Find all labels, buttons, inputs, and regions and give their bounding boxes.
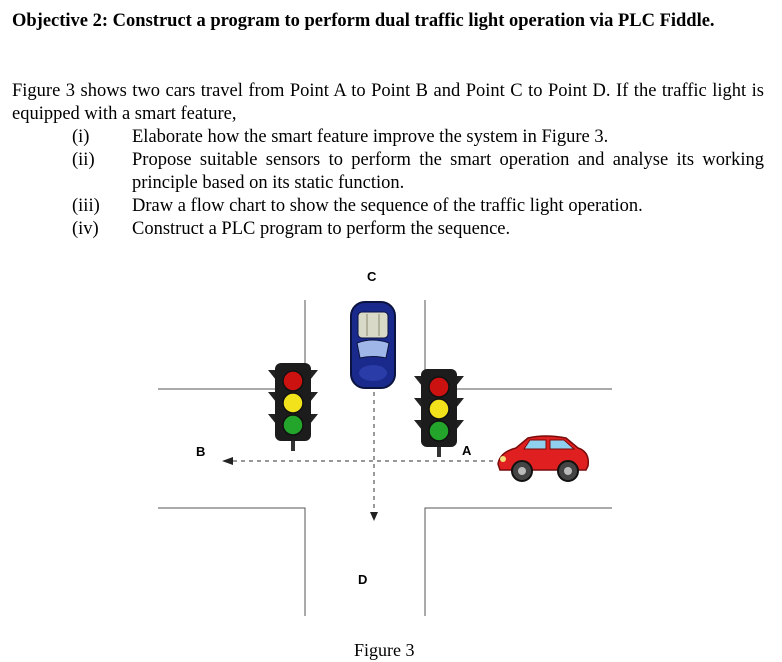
red-car-icon (497, 435, 590, 482)
question-number: (i) (72, 127, 90, 147)
objective-heading: Objective 2: Construct a program to perf… (12, 11, 715, 31)
intersection-figure: C B A D (158, 269, 612, 616)
yellow-light-icon (282, 392, 304, 414)
point-c-label: C (367, 269, 377, 284)
point-a-label: A (462, 443, 472, 458)
question-text: Construct a PLC program to perform the s… (132, 219, 511, 239)
blue-car-icon (350, 301, 396, 389)
green-light-icon (282, 414, 304, 436)
road-edge-bottom-left (158, 507, 306, 616)
traffic-light-right-icon (414, 369, 464, 457)
question-text: Propose suitable sensors to perform the … (132, 150, 764, 193)
point-b-label: B (196, 444, 205, 459)
arrow-left-icon (222, 457, 233, 465)
green-light-icon (428, 420, 450, 442)
question-number: (iv) (72, 219, 99, 239)
question-text: Draw a flow chart to show the sequence o… (132, 196, 643, 216)
question-number: (iii) (72, 196, 100, 216)
red-light-icon (428, 376, 450, 398)
figure-caption: Figure 3 (354, 640, 415, 660)
point-d-label: D (358, 572, 367, 587)
red-light-icon (282, 370, 304, 392)
question-number: (ii) (72, 150, 95, 170)
traffic-light-left-icon (268, 363, 318, 451)
question-text: Elaborate how the smart feature improve … (132, 127, 609, 147)
road-edge-bottom-right (424, 507, 612, 616)
yellow-light-icon (428, 398, 450, 420)
intro-paragraph: Figure 3 shows two cars travel from Poin… (12, 81, 764, 124)
arrow-down-icon (370, 512, 378, 521)
